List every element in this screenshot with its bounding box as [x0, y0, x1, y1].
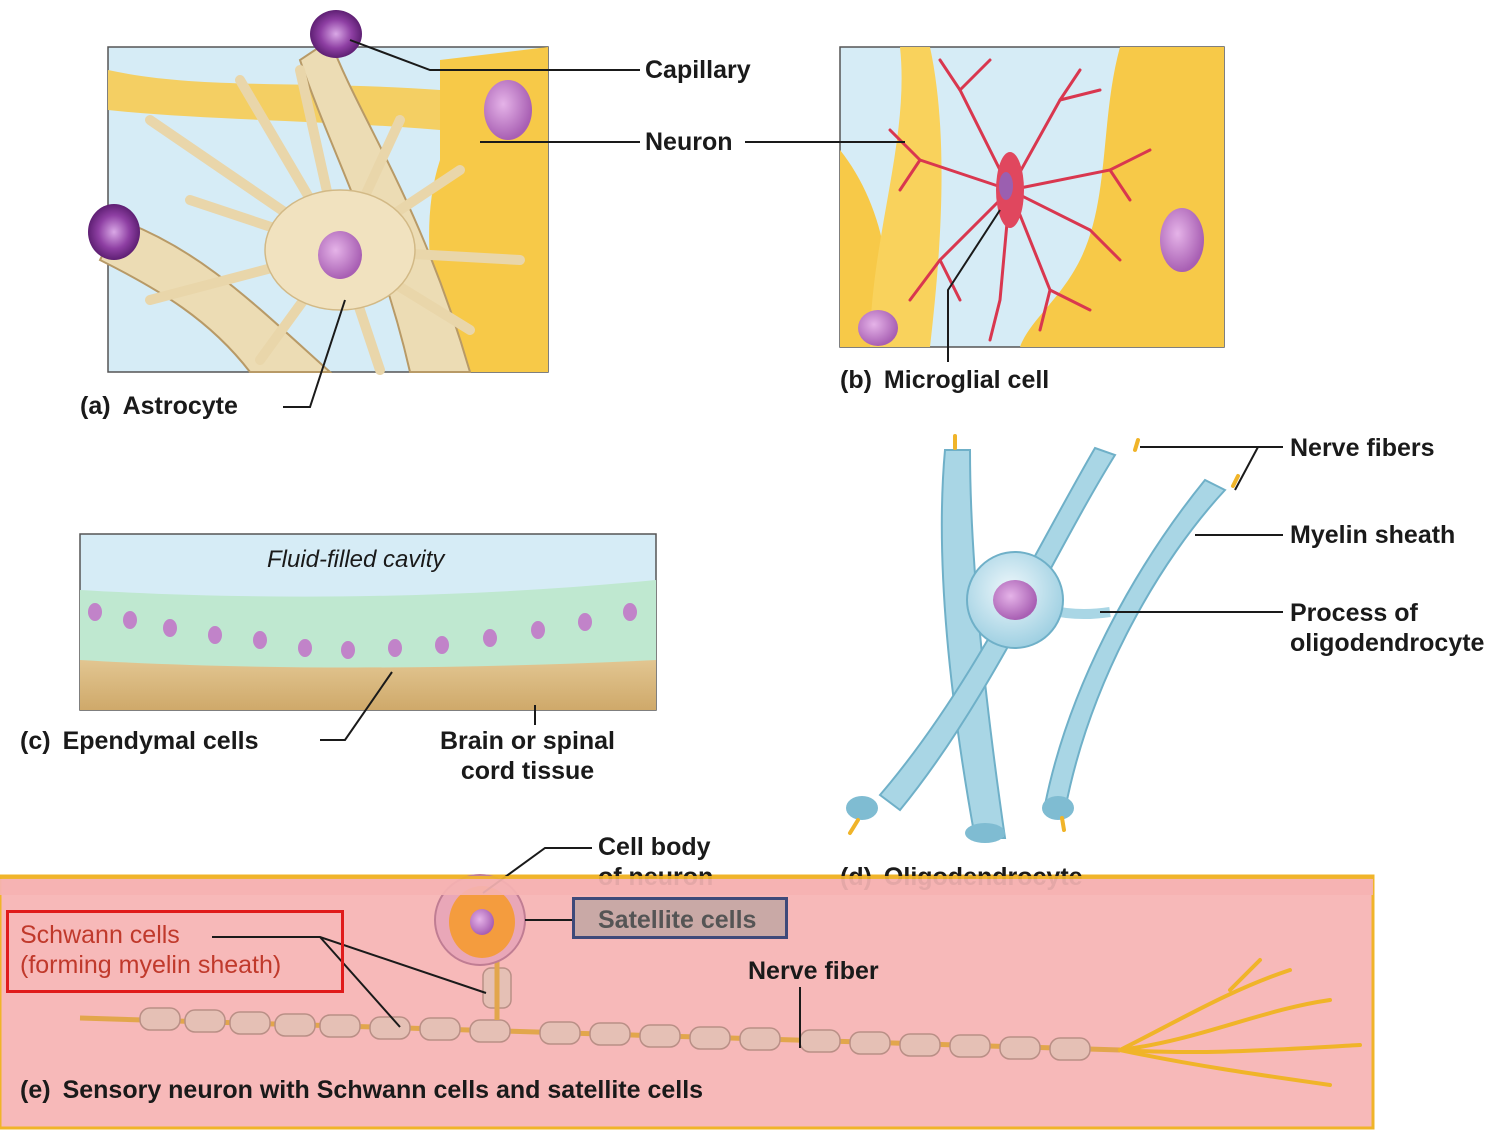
astrocyte-caption-tag: (a) [80, 392, 111, 420]
schwann-cells-box [6, 910, 344, 993]
schwann-line-2: (forming myelin sheath) [20, 951, 282, 979]
nerve-fibers-label: Nerve fibers [1290, 434, 1435, 462]
ependymal-caption: (c) Ependymal cells [20, 726, 259, 756]
highlight-band-edge [0, 876, 1373, 895]
brain-tissue-label: Brain or spinal cord tissue [420, 726, 635, 786]
sensory-neuron-caption-tag: (e) [20, 1076, 51, 1104]
ependymal-panel [79, 533, 657, 711]
myelin-sheath-label: Myelin sheath [1290, 521, 1456, 549]
fluid-cavity-label: Fluid-filled cavity [267, 546, 445, 573]
process-label-line-1: Process of [1290, 599, 1418, 627]
astrocyte-panel [88, 10, 549, 375]
neuron-label: Neuron [645, 128, 733, 156]
microglia-panel [839, 46, 1225, 348]
satellite-cells-label: Satellite cells [598, 906, 757, 934]
nerve-fiber-label: Nerve fiber [748, 957, 879, 985]
microglia-caption: (b) Microglial cell [840, 365, 1049, 395]
sensory-neuron-caption-title: Sensory neuron with Schwann cells and sa… [62, 1076, 704, 1104]
brain-tissue-line-1: Brain or spinal [439, 727, 616, 755]
satellite-cells-box [572, 897, 788, 939]
sensory-neuron-illustration [79, 874, 1362, 1087]
ependymal-caption-title: Ependymal cells [62, 727, 259, 755]
process-label-line-2: oligodendrocyte [1290, 629, 1485, 657]
cell-body-line-1: Cell body [598, 833, 711, 861]
sensory-neuron-caption: (e) Sensory neuron with Schwann cells and… [20, 1075, 703, 1105]
oligodendrocyte-panel [846, 434, 1240, 843]
microglia-caption-title: Microglial cell [883, 366, 1050, 394]
schwann-line-1: Schwann cells [20, 921, 180, 949]
process-of-oligodendrocyte-label: Process of oligodendrocyte [1290, 598, 1484, 658]
ependymal-caption-tag: (c) [20, 727, 51, 755]
astrocyte-caption: (a) Astrocyte [80, 391, 238, 421]
microglia-caption-tag: (b) [840, 366, 872, 394]
schwann-cells-label: Schwann cells (forming myelin sheath) [20, 920, 281, 980]
capillary-label: Capillary [645, 56, 751, 84]
brain-tissue-line-2: cord tissue [460, 757, 595, 785]
astrocyte-caption-title: Astrocyte [122, 392, 238, 420]
